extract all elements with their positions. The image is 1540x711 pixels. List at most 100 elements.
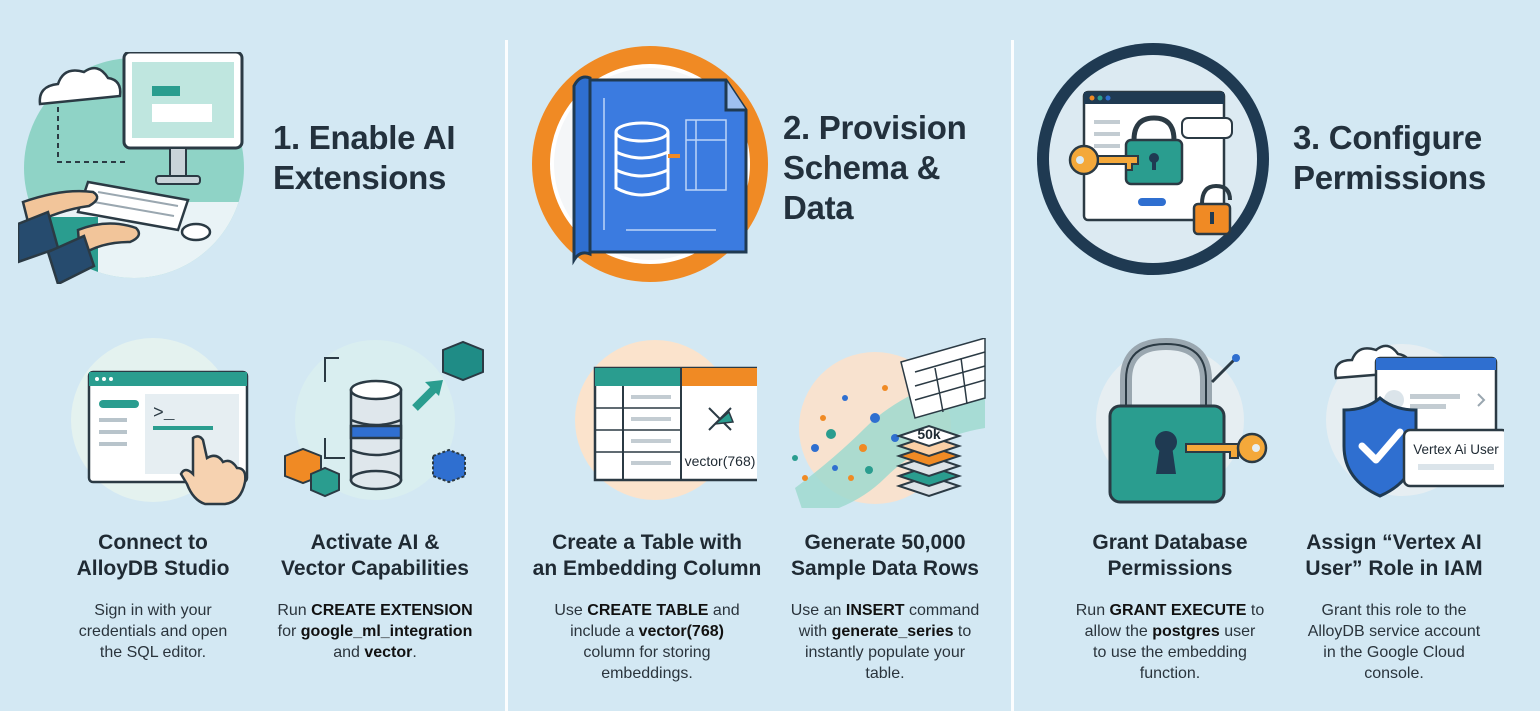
substep-title: Grant Database Permissions [1045, 530, 1295, 582]
description-line: allow the postgres user [1045, 621, 1295, 642]
substep-description: Use CREATE TABLE and include a vector(768… [522, 600, 772, 684]
substep-title: Assign “Vertex AI User” Role in IAM [1269, 530, 1519, 582]
substep-title: Create a Table with an Embedding Column [522, 530, 772, 582]
substep-title-line: Permissions [1107, 557, 1233, 580]
description-text: in the Google Cloud [1323, 644, 1465, 661]
description-line: and vector. [250, 642, 500, 663]
substep-activate-extensions: Activate AI & Vector Capabilities Run CR… [250, 338, 500, 661]
description-line: Grant this role to the [1269, 600, 1519, 621]
code-keyword: CREATE TABLE [587, 602, 709, 619]
description-text: table. [865, 665, 905, 682]
description-line: console. [1269, 663, 1519, 684]
description-text: Sign in with your [94, 602, 212, 619]
step-3-title-line: Permissions [1293, 159, 1486, 196]
step-2-title-line: Schema & [783, 149, 941, 186]
description-line: Run GRANT EXECUTE to [1045, 600, 1295, 621]
description-text: allow the [1084, 623, 1153, 640]
description-line: AlloyDB service account [1269, 621, 1519, 642]
description-text: the SQL editor. [99, 644, 207, 661]
description-text: Use [554, 602, 588, 619]
description-text: user [1219, 623, 1256, 640]
description-text: and [708, 602, 740, 619]
sql-editor-window-icon: >_ [43, 338, 263, 508]
code-keyword: postgres [1152, 623, 1220, 640]
code-keyword: CREATE EXTENSION [311, 602, 473, 619]
panel-divider-1 [505, 40, 508, 711]
substep-description: Sign in with your credentials and open the… [28, 600, 278, 663]
svg-text:>_: >_ [153, 404, 175, 424]
vertex-ai-user-label: Vertex Ai User [1413, 442, 1499, 457]
description-text: credentials and open [78, 623, 228, 640]
database-extensions-icon [265, 338, 485, 508]
description-line: function. [1045, 663, 1295, 684]
substep-generate-rows: 50k Generate 50,000 Sample Data Rows Use… [760, 338, 1010, 682]
substep-title-line: an Embedding Column [532, 557, 762, 580]
blueprint-database-icon [526, 40, 774, 288]
description-text: function. [1139, 665, 1201, 682]
substep-title-line: AlloyDB Studio [76, 557, 230, 580]
substep-title: Activate AI & Vector Capabilities [250, 530, 500, 582]
data-rows-stream-icon: 50k [775, 338, 995, 508]
description-text: console. [1364, 665, 1424, 682]
key-and-locks-icon [1034, 40, 1272, 278]
description-text: with [798, 623, 832, 640]
step-1-title: 1. Enable AI Extensions [273, 118, 456, 198]
step-3-title: 3. Configure Permissions [1293, 118, 1486, 198]
description-text: and [333, 644, 365, 661]
substep-title-line: Assign “Vertex AI [1306, 531, 1482, 554]
step-2-title: 2. Provision Schema & Data [783, 108, 967, 228]
substep-create-table: vector(768) Create a Table with an Embed… [522, 338, 772, 682]
panel-divider-2 [1011, 40, 1014, 711]
description-text: to use the embedding [1093, 644, 1247, 661]
description-line: include a vector(768) [522, 621, 772, 642]
substep-description: Run CREATE EXTENSION for google_ml_integr… [250, 600, 500, 663]
step-1-panel: 1. Enable AI Extensions >_ Connect to [0, 0, 505, 711]
description-line: Run CREATE EXTENSION [250, 600, 500, 621]
vector-column-label: vector(768) [685, 453, 756, 469]
description-text: to [1246, 602, 1265, 619]
description-text: Run [1075, 602, 1110, 619]
code-keyword: google_ml_integration [300, 623, 473, 640]
description-line: column for storing [522, 642, 772, 663]
description-text: column for storing [583, 644, 711, 661]
code-keyword: vector(768) [638, 623, 724, 640]
rows-count-badge: 50k [917, 426, 941, 442]
step-2-title-line: 2. Provision [783, 109, 967, 146]
description-text: . [412, 644, 417, 661]
description-line: Use an INSERT command [760, 600, 1010, 621]
table-vector-column-icon: vector(768) [537, 338, 757, 508]
step-3-panel: 3. Configure Permissions Grant Database … [1014, 0, 1540, 711]
substep-connect-studio: >_ Connect to AlloyDB Studio Sign in wit… [28, 338, 278, 661]
description-line: in the Google Cloud [1269, 642, 1519, 663]
substep-grant-permissions: Grant Database Permissions Run GRANT EXE… [1045, 338, 1295, 682]
description-line: to use the embedding [1045, 642, 1295, 663]
substep-title-line: Grant Database [1092, 531, 1248, 554]
substep-title-line: Sample Data Rows [791, 557, 979, 580]
description-text: to [953, 623, 972, 640]
shield-checkmark-icon: Vertex Ai User [1284, 338, 1504, 508]
substep-title-line: Generate 50,000 [804, 531, 966, 554]
description-text: AlloyDB service account [1307, 623, 1481, 640]
step-2-panel: 2. Provision Schema & Data [508, 0, 1011, 711]
description-text: for [277, 623, 301, 640]
description-line: instantly populate your [760, 642, 1010, 663]
code-keyword: INSERT [845, 602, 905, 619]
step-3-title-line: 3. Configure [1293, 119, 1482, 156]
code-keyword: generate_series [831, 623, 954, 640]
code-keyword: GRANT EXECUTE [1109, 602, 1247, 619]
padlock-key-icon [1060, 338, 1280, 508]
substep-title: Generate 50,000 Sample Data Rows [760, 530, 1010, 582]
substep-assign-role: Vertex Ai User Assign “Vertex AI User” R… [1269, 338, 1519, 682]
step-1-title-line: Extensions [273, 159, 447, 196]
step-2-title-line: Data [783, 189, 854, 226]
description-line: with generate_series to [760, 621, 1010, 642]
code-keyword: vector [364, 644, 413, 661]
description-text: command [904, 602, 980, 619]
substep-title-line: Create a Table with [552, 531, 742, 554]
computer-with-cloud-icon [18, 52, 250, 284]
description-line: table. [760, 663, 1010, 684]
description-line: embeddings. [522, 663, 772, 684]
